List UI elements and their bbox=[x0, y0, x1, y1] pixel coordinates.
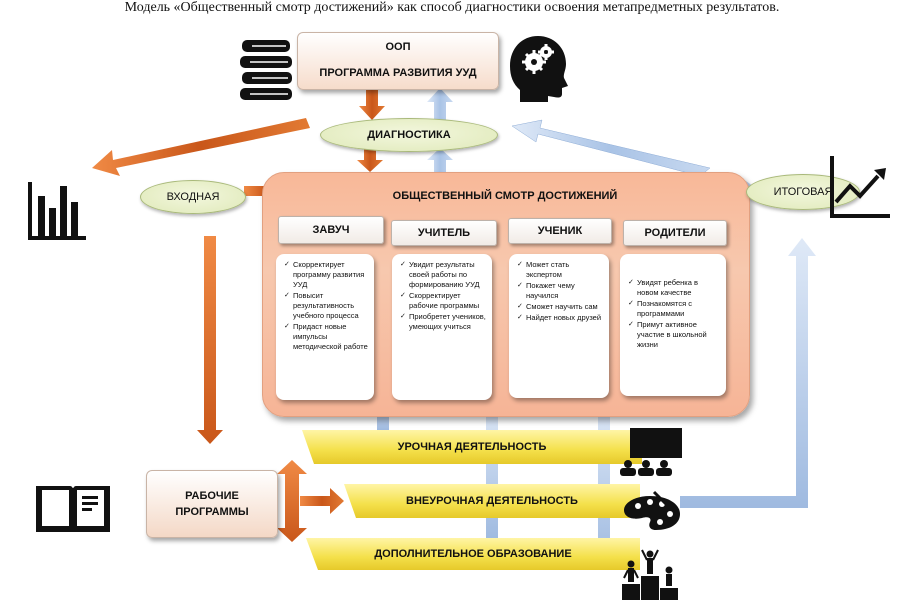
classroom-icon bbox=[620, 428, 682, 476]
list-item: Может стать экспертом bbox=[517, 260, 603, 280]
list-item: Увидит результаты своей работы по формир… bbox=[400, 260, 486, 290]
podium-icon bbox=[622, 549, 678, 600]
list-item: Скорректирует программу развития УУД bbox=[284, 260, 368, 290]
bar-dop-obrazovanie: ДОПОЛНИТЕЛЬНОЕ ОБРАЗОВАНИЕ bbox=[306, 538, 640, 570]
itogovaya-ellipse: ИТОГОВАЯ bbox=[746, 174, 860, 210]
panel-title: ОБЩЕСТВЕННЫЙ СМОТР ДОСТИЖЕНИЙ bbox=[392, 190, 618, 202]
bar-vneurochnaya: ВНЕУРОЧНАЯ ДЕЯТЕЛЬНОСТЬ bbox=[344, 484, 640, 518]
role-header-roditeli: РОДИТЕЛИ bbox=[623, 220, 727, 246]
arrow-itogovaya-to-diagnostika bbox=[511, 119, 711, 177]
arrow-panel-to-diagnostika bbox=[427, 148, 453, 172]
list-item: Придаст новые импульсы методической рабо… bbox=[284, 322, 368, 352]
work-programs-line2: ПРОГРАММЫ bbox=[175, 506, 249, 518]
arrow-rabochie-vertical bbox=[277, 460, 307, 542]
list-item: Приобретет учеников, умеющих учиться bbox=[400, 312, 486, 332]
list-item: Сможет научить сам bbox=[517, 302, 603, 312]
bar-urochnaya: УРОЧНАЯ ДЕЯТЕЛЬНОСТЬ bbox=[302, 430, 642, 464]
role-card-uchitel: Увидит результаты своей работы по формир… bbox=[392, 254, 492, 400]
list-item: Найдет новых друзей bbox=[517, 313, 603, 323]
arrow-diagnostika-to-panel bbox=[357, 148, 383, 172]
vhodnaya-ellipse: ВХОДНАЯ bbox=[140, 180, 246, 214]
oop-box: ООП ПРОГРАММА РАЗВИТИЯ УУД bbox=[297, 32, 499, 90]
books-icon bbox=[240, 40, 292, 100]
list-item: Покажет чему научился bbox=[517, 281, 603, 301]
arrow-vhodnaya-to-rabochie bbox=[197, 236, 223, 444]
diagram-caption: Модель «Общественный смотр достижений» к… bbox=[124, 0, 780, 15]
arrow-bars-to-card-3 bbox=[591, 400, 617, 565]
arrow-diagnostika-to-oop bbox=[427, 88, 453, 120]
role-header-uchitel: УЧИТЕЛЬ bbox=[391, 220, 497, 246]
palette-icon bbox=[624, 490, 680, 530]
list-item: Примут активное участие в школьной жизни bbox=[628, 320, 720, 350]
oop-subtitle: ПРОГРАММА РАЗВИТИЯ УУД bbox=[319, 67, 477, 79]
bar-chart-icon bbox=[28, 182, 86, 240]
oop-title: ООП bbox=[385, 41, 411, 53]
list-item: Познакомятся с программами bbox=[628, 299, 720, 319]
role-card-roditeli: Увидят ребенка в новом качестве Познаком… bbox=[620, 254, 726, 396]
arrow-bars-to-card-2 bbox=[479, 400, 505, 540]
diagnostika-ellipse: ДИАГНОСТИКА bbox=[320, 118, 498, 152]
role-card-zavuch: Скорректирует программу развития УУД Пов… bbox=[276, 254, 374, 400]
arrow-vneurochnaya-to-itogovaya bbox=[680, 238, 816, 508]
arrow-diagnostika-to-chart bbox=[92, 118, 310, 176]
work-programs-line1: РАБОЧИЕ bbox=[185, 490, 239, 502]
role-card-uchenik: Может стать экспертом Покажет чему научи… bbox=[509, 254, 609, 398]
arrow-oop-to-diagnostika bbox=[359, 90, 385, 120]
growth-chart-icon bbox=[830, 156, 890, 218]
role-header-zavuch: ЗАВУЧ bbox=[278, 216, 384, 244]
list-item: Увидят ребенка в новом качестве bbox=[628, 278, 720, 298]
open-book-icon bbox=[36, 486, 110, 532]
arrow-rabochie-to-bars bbox=[300, 488, 344, 514]
head-gears-icon bbox=[510, 36, 568, 102]
role-header-uchenik: УЧЕНИК bbox=[508, 218, 612, 244]
list-item: Повысит результативность учебного процес… bbox=[284, 291, 368, 321]
work-programs-box: РАБОЧИЕ ПРОГРАММЫ bbox=[146, 470, 278, 538]
list-item: Скорректирует рабочие программы bbox=[400, 291, 486, 311]
